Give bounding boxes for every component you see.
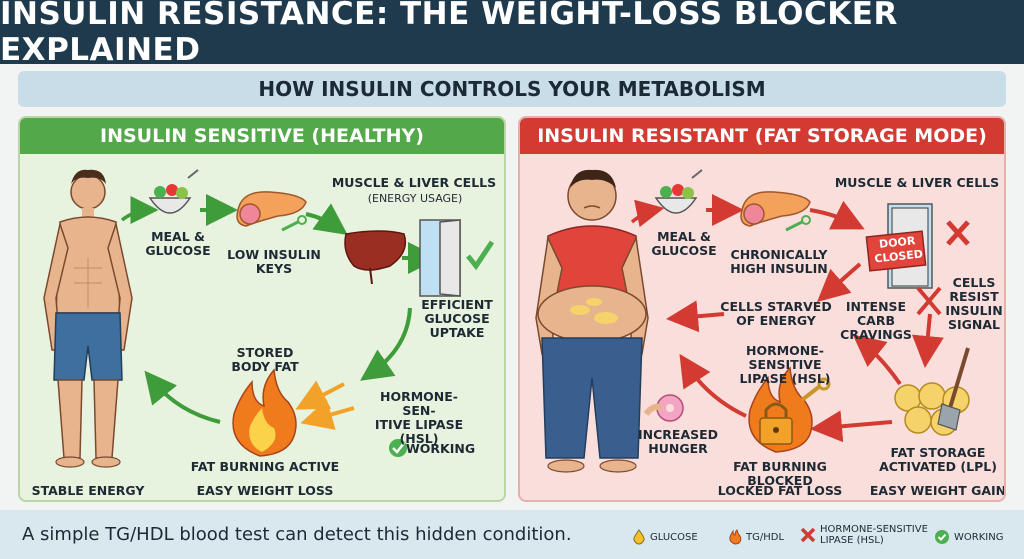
healthy-man-figure bbox=[43, 169, 133, 468]
energy-usage-label: (ENERGY USAGE) bbox=[367, 192, 463, 205]
insulin-sensitive-panel: INSULIN SENSITIVE (HEALTHY) bbox=[18, 116, 506, 502]
footer-note: A simple TG/HDL blood test can detect th… bbox=[22, 524, 572, 545]
hsl-label: HORMONE-SENSITIVE LIPASE (HSL) bbox=[739, 343, 831, 386]
legend-glucose: GLUCOSE bbox=[632, 529, 698, 545]
increased-hunger-label: INCREASED HUNGER bbox=[638, 427, 719, 456]
glucose-drop-icon bbox=[633, 529, 645, 545]
overweight-man-figure bbox=[535, 169, 649, 473]
fat-burning-active-label: FAT BURNING ACTIVE bbox=[190, 459, 340, 474]
stable-energy-label: STABLE ENERGY bbox=[31, 483, 145, 498]
legend-tg-hdl-label: TG/HDL bbox=[746, 531, 785, 543]
flame-icon bbox=[729, 529, 742, 545]
healthy-cells-label: MUSCLE & LIVER CELLS bbox=[331, 175, 497, 190]
fat-cells-icon bbox=[894, 347, 970, 436]
easy-weight-gain-label: EASY WEIGHT GAIN bbox=[869, 483, 1006, 498]
fat-burning-blocked-label: FAT BURNING BLOCKED bbox=[733, 459, 827, 488]
salad-bowl-icon bbox=[148, 169, 199, 214]
check-circle-icon bbox=[935, 530, 949, 544]
meal-glucose-label: MEAL & GLUCOSE bbox=[651, 229, 717, 258]
resistant-diagram bbox=[535, 169, 970, 473]
cells-starved-label: CELLS STARVED OF ENERGY bbox=[720, 299, 832, 328]
subtitle-banner: HOW INSULIN CONTROLS YOUR METABOLISM bbox=[18, 71, 1006, 107]
open-door-icon bbox=[419, 219, 495, 297]
legend-hsl: HORMONE-SENSITIVE LIPASE (HSL) bbox=[800, 524, 928, 546]
stored-body-fat-label: STORED BODY FAT bbox=[231, 345, 299, 374]
footer-bar: A simple TG/HDL blood test can detect th… bbox=[0, 510, 1024, 559]
working-label: WORKING bbox=[406, 441, 476, 456]
legend-working: WORKING bbox=[934, 529, 1003, 545]
low-insulin-label: LOW INSULIN KEYS bbox=[227, 247, 321, 276]
flame-icon bbox=[232, 368, 297, 457]
fat-storage-label: FAT STORAGE ACTIVATED (LPL) bbox=[879, 445, 997, 474]
locked-flame-icon bbox=[748, 366, 831, 453]
pancreas-icon bbox=[236, 191, 307, 232]
door-closed-sign: DOOR CLOSED bbox=[873, 234, 924, 266]
header-bar: INSULIN RESISTANCE: THE WEIGHT-LOSS BLOC… bbox=[0, 0, 1024, 68]
easy-weight-loss-label: EASY WEIGHT LOSS bbox=[196, 483, 334, 498]
red-x-icon bbox=[800, 527, 816, 543]
salad-bowl-icon bbox=[654, 169, 703, 214]
donut-icon bbox=[643, 394, 684, 422]
legend-glucose-label: GLUCOSE bbox=[650, 531, 698, 543]
cells-resist-label: CELLS RESIST INSULIN SIGNAL bbox=[945, 275, 1003, 332]
legend-working-label: WORKING bbox=[954, 531, 1004, 543]
legend-tg-hdl: TG/HDL bbox=[728, 529, 784, 545]
hsl-label: HORMONE-SEN- ITIVE LIPASE (HSL) bbox=[374, 389, 464, 446]
resistant-cells-label: MUSCLE & LIVER CELLS bbox=[834, 175, 1000, 190]
glucose-uptake-label: EFFICIENT GLUCOSE UPTAKE bbox=[421, 297, 493, 340]
subtitle-text: HOW INSULIN CONTROLS YOUR METABOLISM bbox=[258, 77, 766, 101]
page-title: INSULIN RESISTANCE: THE WEIGHT-LOSS BLOC… bbox=[0, 0, 898, 68]
carb-cravings-label: INTENSE CARB CRAVINGS bbox=[840, 299, 912, 342]
healthy-diagram bbox=[43, 169, 495, 468]
meal-glucose-label: MEAL & GLUCOSE bbox=[145, 229, 211, 258]
liver-icon bbox=[344, 230, 407, 285]
legend-hsl-label: HORMONE-SENSITIVE LIPASE (HSL) bbox=[820, 524, 928, 546]
check-circle-icon bbox=[389, 439, 407, 457]
insulin-resistant-title: INSULIN RESISTANT (FAT STORAGE MODE) bbox=[520, 118, 1004, 154]
closed-door-icon bbox=[865, 203, 970, 289]
insulin-sensitive-title: INSULIN SENSITIVE (HEALTHY) bbox=[20, 118, 504, 154]
pancreas-icon bbox=[740, 191, 811, 232]
insulin-resistant-panel: INSULIN RESISTANT (FAT STORAGE MODE) bbox=[518, 116, 1006, 502]
high-insulin-label: CHRONICALLY HIGH INSULIN bbox=[730, 247, 828, 276]
locked-fat-loss-label: LOCKED FAT LOSS bbox=[717, 483, 843, 498]
